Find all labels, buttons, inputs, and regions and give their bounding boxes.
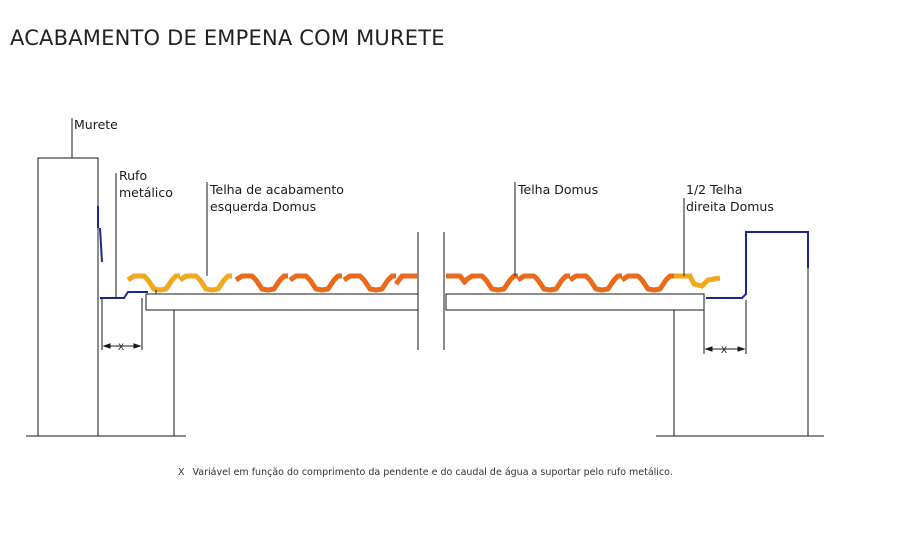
left-rufo-flashing	[97, 173, 148, 299]
right-murete-wall	[683, 198, 809, 436]
right-support	[443, 232, 824, 437]
right-dimension-label: X	[721, 346, 727, 356]
right-dimension	[703, 300, 747, 354]
right-tile-run	[446, 273, 721, 290]
left-murete-wall	[26, 118, 186, 437]
label-telha-acabamento: Telha de acabamento esquerda Domus	[210, 181, 344, 215]
left-tile-clips	[152, 290, 410, 295]
label-rufo-line1: Rufo	[119, 168, 148, 183]
left-support	[145, 232, 419, 436]
left-tile-run	[128, 273, 418, 290]
label-telha-acab-line1: Telha de acabamento	[210, 182, 344, 197]
label-meia-telha-line2: direita Domus	[686, 199, 774, 214]
label-meia-telha-line1: 1/2 Telha	[686, 182, 743, 197]
left-dimension	[101, 298, 143, 350]
label-rufo-metalico: Rufo metálico	[119, 167, 173, 201]
leader-lines	[206, 182, 516, 276]
label-rufo-line2: metálico	[119, 185, 173, 200]
footnote: X Variável em função do comprimento da pe…	[178, 467, 673, 478]
label-telha-domus: Telha Domus	[518, 182, 599, 197]
left-dimension-label: X	[118, 343, 124, 353]
label-meia-telha: 1/2 Telha direita Domus	[686, 181, 774, 215]
page-title: ACABAMENTO DE EMPENA COM MURETE	[10, 26, 445, 50]
footnote-mark: X	[178, 467, 185, 478]
label-telha-acab-line2: esquerda Domus	[210, 199, 317, 214]
footnote-text: Variável em função do comprimento da pen…	[192, 467, 673, 478]
label-murete: Murete	[74, 117, 118, 132]
